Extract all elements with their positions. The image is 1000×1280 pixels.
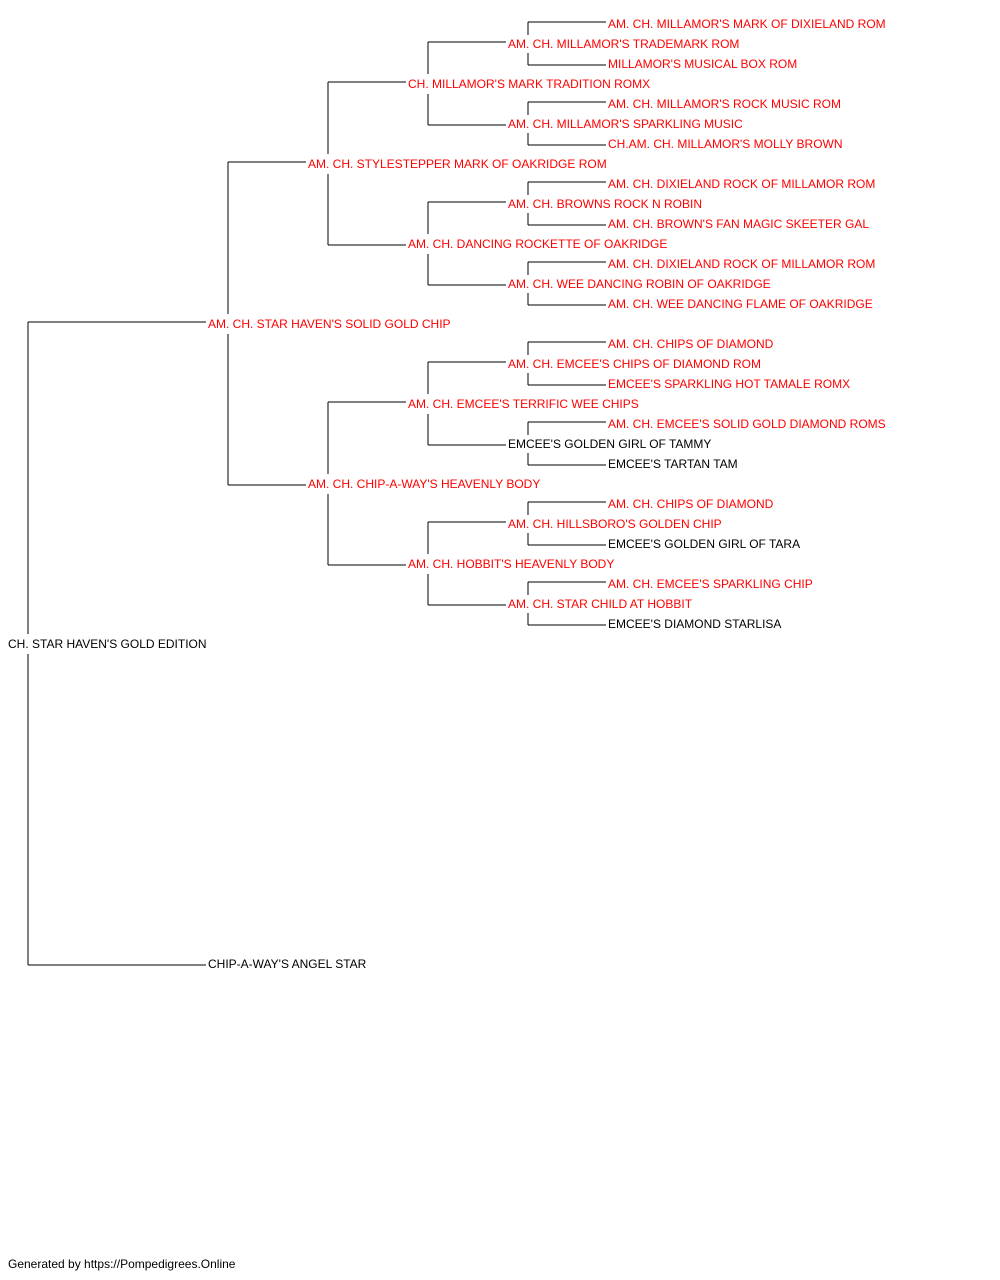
g5-ancestor-name: MILLAMOR'S MUSICAL BOX ROM	[608, 57, 797, 71]
g5-ancestor-name: AM. CH. MILLAMOR'S MARK OF DIXIELAND ROM	[608, 17, 886, 31]
sire-sire-sire-name: CH. MILLAMOR'S MARK TRADITION ROMX	[408, 77, 650, 91]
g4-ancestor-name: EMCEE'S GOLDEN GIRL OF TAMMY	[508, 437, 711, 451]
dam-name: CHIP-A-WAY'S ANGEL STAR	[208, 957, 367, 971]
sire-name: AM. CH. STAR HAVEN'S SOLID GOLD CHIP	[208, 317, 451, 331]
g5-ancestor-name: AM. CH. WEE DANCING FLAME OF OAKRIDGE	[608, 297, 873, 311]
connector-lines	[27, 21, 606, 966]
sire-sire-dam-name: AM. CH. DANCING ROCKETTE OF OAKRIDGE	[408, 237, 667, 251]
sire-sire-name: AM. CH. STYLESTEPPER MARK OF OAKRIDGE RO…	[308, 157, 607, 171]
g5-ancestor-name: EMCEE'S GOLDEN GIRL OF TARA	[608, 537, 800, 551]
generated-by-footer: Generated by https://Pompedigrees.Online	[8, 1257, 236, 1271]
g5-ancestor-name: AM. CH. DIXIELAND ROCK OF MILLAMOR ROM	[608, 257, 875, 271]
g5-ancestor-name: AM. CH. BROWN'S FAN MAGIC SKEETER GAL	[608, 217, 869, 231]
g4-ancestor-name: AM. CH. EMCEE'S CHIPS OF DIAMOND ROM	[508, 357, 761, 371]
sire-dam-name: AM. CH. CHIP-A-WAY'S HEAVENLY BODY	[308, 477, 540, 491]
subject-dog-name: CH. STAR HAVEN'S GOLD EDITION	[8, 637, 207, 651]
g5-ancestor-name: AM. CH. CHIPS OF DIAMOND	[608, 497, 774, 511]
g4-ancestor-name: AM. CH. WEE DANCING ROBIN OF OAKRIDGE	[508, 277, 771, 291]
g4-ancestor-name: AM. CH. BROWNS ROCK N ROBIN	[508, 197, 702, 211]
g4-ancestor-name: AM. CH. HILLSBORO'S GOLDEN CHIP	[508, 517, 722, 531]
g4-ancestor-name: AM. CH. MILLAMOR'S SPARKLING MUSIC	[508, 117, 743, 131]
g4-ancestor-name: AM. CH. STAR CHILD AT HOBBIT	[508, 597, 693, 611]
g5-ancestor-name: EMCEE'S SPARKLING HOT TAMALE ROMX	[608, 377, 850, 391]
sire-dam-dam-name: AM. CH. HOBBIT'S HEAVENLY BODY	[408, 557, 614, 571]
g5-ancestor-name: EMCEE'S TARTAN TAM	[608, 457, 738, 471]
g5-ancestor-name: AM. CH. MILLAMOR'S ROCK MUSIC ROM	[608, 97, 841, 111]
g5-ancestor-name: AM. CH. DIXIELAND ROCK OF MILLAMOR ROM	[608, 177, 875, 191]
sire-dam-sire-name: AM. CH. EMCEE'S TERRIFIC WEE CHIPS	[408, 397, 639, 411]
g5-ancestor-name: AM. CH. EMCEE'S SPARKLING CHIP	[608, 577, 813, 591]
g5-ancestor-name: EMCEE'S DIAMOND STARLISA	[608, 617, 781, 631]
g5-ancestor-name: AM. CH. CHIPS OF DIAMOND	[608, 337, 774, 351]
g5-ancestor-name: AM. CH. EMCEE'S SOLID GOLD DIAMOND ROMS	[608, 417, 886, 431]
g5-ancestor-name: CH.AM. CH. MILLAMOR'S MOLLY BROWN	[608, 137, 843, 151]
g4-ancestor-name: AM. CH. MILLAMOR'S TRADEMARK ROM	[508, 37, 739, 51]
